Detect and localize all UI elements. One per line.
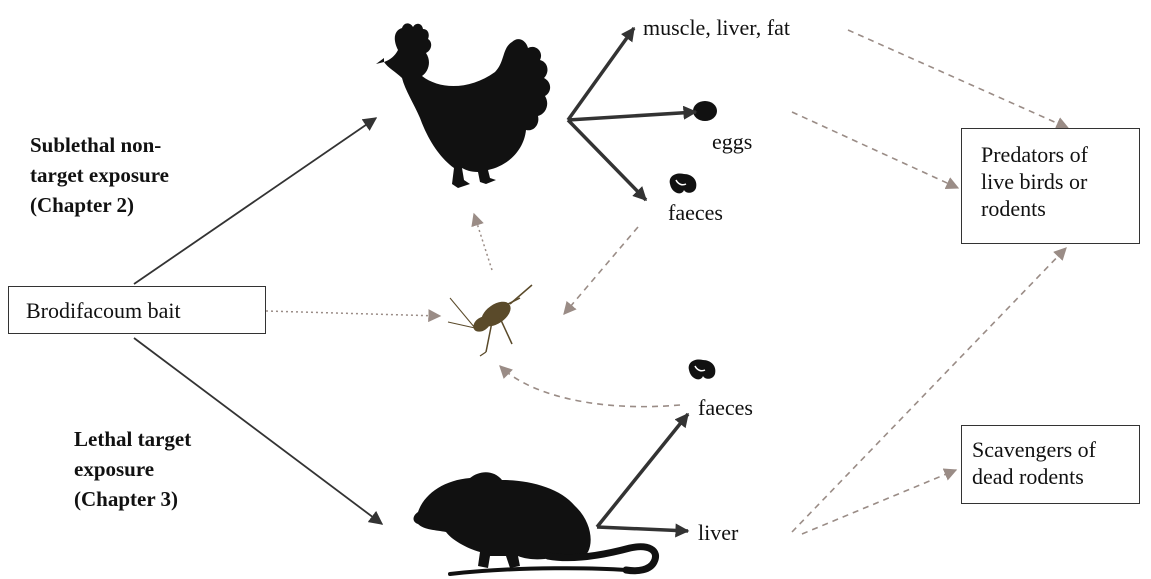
lethal-line-1: Lethal target [74,424,191,454]
dropping-icon [689,359,716,379]
arrow-bait-to-chicken [134,118,376,284]
rodent-liver-label: liver [698,519,738,546]
sublethal-pathway-label: Sublethal non- target exposure (Chapter … [30,130,169,220]
lethal-pathway-label: Lethal target exposure (Chapter 3) [74,424,191,514]
lethal-line-3: (Chapter 3) [74,484,191,514]
chicken-silhouette-icon [376,23,550,188]
arrow-chicken-to-tissues [568,28,634,120]
arrow-insect-to-chicken [474,214,492,270]
predators-box: Predators of live birds or rodents [961,128,1140,244]
sublethal-line-1: Sublethal non- [30,130,169,160]
bait-source-box: Brodifacoum bait [8,286,266,334]
arrow-tissues-to-predators [848,30,1068,128]
predators-line-2: live birds or [981,168,1088,195]
rat-silhouette-icon [414,472,656,574]
sublethal-line-2: target exposure [30,160,169,190]
tissues-label: muscle, liver, fat [643,14,790,41]
arrow-rodent-faeces-to-insect [500,366,680,407]
arrow-bait-to-insect [266,311,440,316]
arrow-chicken-to-faeces [568,120,646,200]
scavengers-line-1: Scavengers of [972,436,1096,463]
arrow-chicken-to-eggs [568,112,696,120]
arrow-faeces-to-insect [564,227,638,314]
predators-line-1: Predators of [981,141,1088,168]
sublethal-line-3: (Chapter 2) [30,190,169,220]
arrow-eggs-to-predators [792,112,958,188]
scavengers-line-2: dead rodents [972,463,1096,490]
chicken-faeces-label: faeces [668,199,723,226]
predators-line-3: rodents [981,195,1088,222]
egg-icon [693,101,717,121]
scavengers-box: Scavengers of dead rodents [961,425,1140,504]
eggs-label: eggs [712,128,752,155]
lethal-line-2: exposure [74,454,191,484]
bait-source-label: Brodifacoum bait [26,297,181,324]
rodent-faeces-label: faeces [698,394,753,421]
cricket-insect-icon [448,285,532,356]
arrow-rat-to-faeces [597,414,688,527]
arrow-rat-to-liver [597,527,688,531]
arrow-liver-to-scavengers [802,470,956,534]
dropping-icon [670,173,697,193]
